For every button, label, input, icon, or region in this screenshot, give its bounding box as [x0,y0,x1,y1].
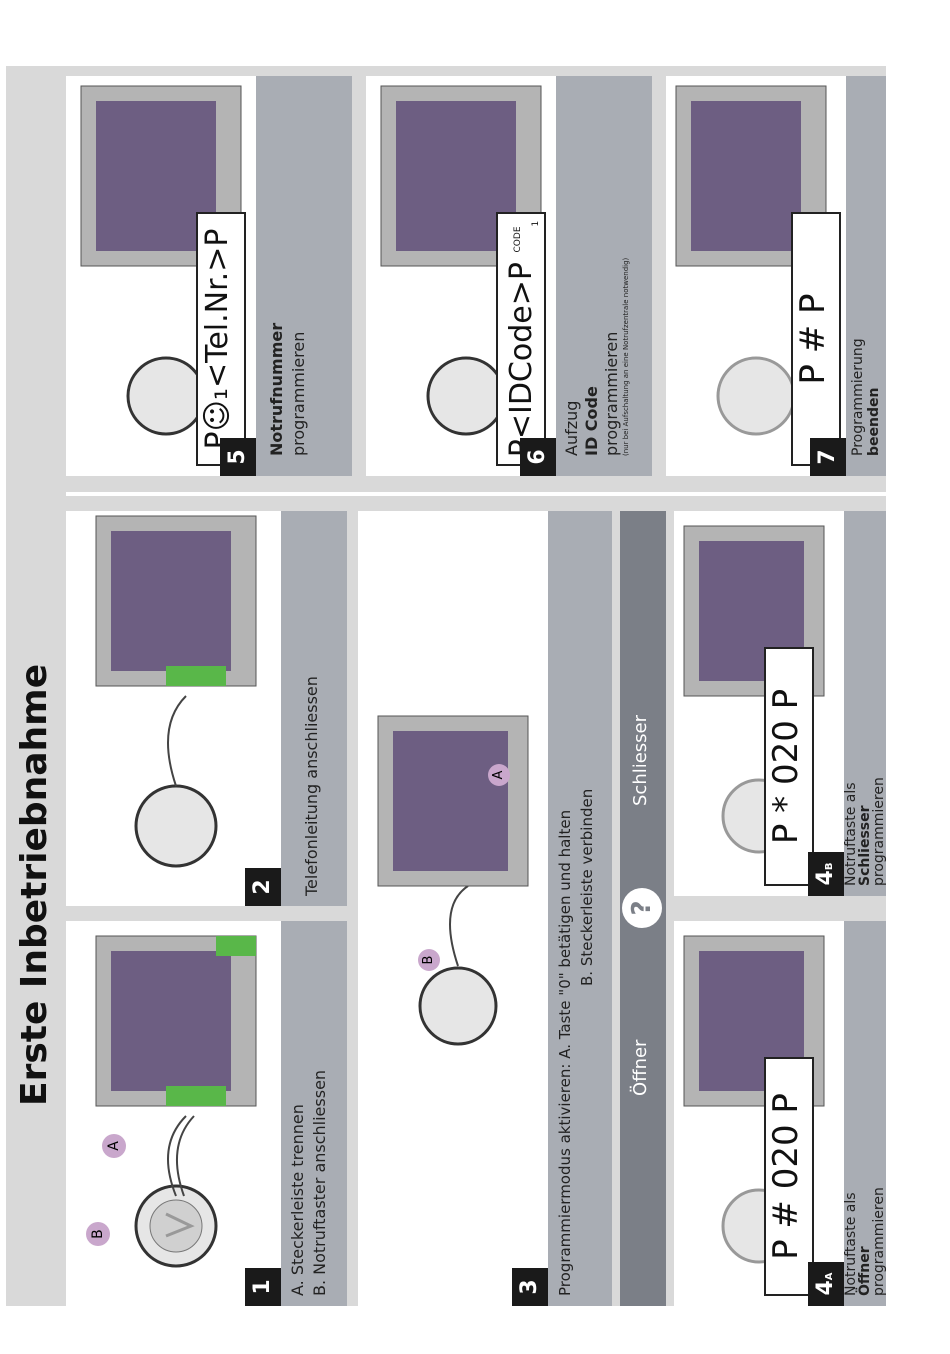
caption-line-2: Öffner [857,1246,873,1296]
caption-note: (nur bei Aufschaltung an eine Notrufzent… [622,257,630,456]
step-6-panel: P<IDCode>P CODE1 6 [366,76,556,476]
branch-label-schliesser: Schliesser [630,714,651,806]
callout-a: A [102,1134,126,1158]
step-number: 3 [512,1268,548,1306]
caption-line-3: programmieren [871,1187,887,1296]
question-icon: ? [622,888,662,928]
code-display: P # 020 P [764,1057,814,1296]
step-number: 2 [245,868,281,906]
caption-line-1: Programmierung [850,338,866,456]
step-2-caption: Telefonleitung anschliessen [281,511,347,906]
callout-b: B [86,1222,110,1246]
caption-line-b: B. Notruftaster anschliessen [310,1069,329,1296]
code-display: P * 020 P [764,647,814,886]
step-1-illustration [95,935,257,1268]
caption-line-a: A. Steckerleiste trennen [288,1104,307,1296]
step-number: 4B [808,852,844,896]
step-1-caption: A. Steckerleiste trennen B. Notruftaster… [281,921,347,1306]
caption-line-1: Notruftaste als [843,782,859,886]
step-2-panel: 2 [66,511,281,906]
step-4b-caption: Notruftaste als Schliesser programmieren [843,511,887,896]
caption-line-2: programmieren [289,331,308,456]
page-title: Erste Inbetriebnahme [14,663,55,1106]
step-3-caption: Programmiermodus aktivieren: A. Taste "0… [548,511,612,1306]
step-number: 1 [245,1268,281,1306]
step-7-panel: P # P 7 [666,76,846,476]
caption-line-2: beenden [866,387,882,456]
step-4a-caption: Notruftaste als Öffner programmieren [843,921,887,1306]
step-number: 4A [808,1262,844,1306]
step-4a-illustration [683,935,825,1264]
branch-label-oeffner: Öffner [630,1039,651,1096]
step-1-panel: A B 1 [66,921,281,1306]
caption-line-3: programmieren [871,777,887,886]
step-number: 7 [810,438,846,476]
step-4b-illustration [683,525,825,854]
caption-line-2: B. Steckerleiste verbinden [578,788,596,986]
step-7-caption: Programmierung beenden [846,76,886,476]
step-5-caption: Notrufnummer programmieren [256,76,352,476]
step-number: 6 [520,438,556,476]
branch-band: Öffner Schliesser ? [620,511,666,1306]
caption-line-1: Aufzug [562,400,581,456]
caption-line-1: Programmiermodus aktivieren: A. Taste "0… [556,809,574,1296]
step-6-caption: Aufzug ID Code programmieren (nur bei Au… [556,76,652,476]
code-display: P☺₁<Tel.Nr.>P [196,212,246,466]
callout-b: B [418,949,440,971]
code-display: P # P [791,212,841,466]
caption-line-1: Notrufnummer [267,322,286,456]
caption-line-2: ID Code [582,386,601,456]
caption-line-1: Notruftaste als [843,1192,859,1296]
step-number: 5 [220,438,256,476]
callout-a: A [488,764,510,786]
step-3-panel: B A 3 [358,511,548,1306]
step-3-illustration [377,715,529,1046]
rotated-sheet: Erste Inbetriebnahme A B 1 A. Steckerlei… [6,66,887,1306]
step-4a-panel: P # 020 P 4A [674,921,844,1306]
column-divider [66,492,886,496]
step-5-panel: P☺₁<Tel.Nr.>P 5 [66,76,256,476]
step-6-illustration [380,85,542,436]
step-4b-panel: P * 020 P 4B [674,511,844,896]
caption-line-2: Schliesser [857,805,873,886]
caption-line-3: programmieren [602,331,621,456]
code-display: P<IDCode>P CODE1 [496,212,546,466]
step-7-illustration [675,85,827,436]
step-2-illustration [95,515,257,868]
